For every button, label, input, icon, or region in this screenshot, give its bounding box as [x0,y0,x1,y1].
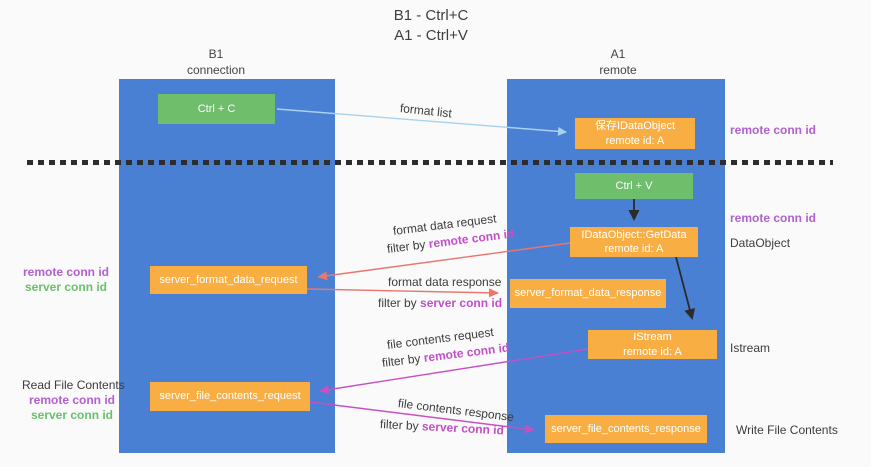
save-idataobject-node: 保存IDataObject remote id: A [575,118,695,149]
title-line-2: A1 - Ctrl+V [394,27,468,45]
left-remote-conn-id-1: remote conn id [22,265,109,279]
idataobject-getdata-line2: remote id: A [604,243,664,255]
column-header-a1: A1 remote [548,47,688,78]
server-file-contents-request-label: server_file_contents_request [159,390,301,403]
ctrl-v-node: Ctrl + V [575,173,693,199]
column-a1-name: A1 [610,47,626,61]
save-idataobject-line2: remote id: A [605,134,665,147]
filter-by-text-4: filter by [379,417,420,434]
ctrl-c-label: Ctrl + C [197,102,236,115]
server-format-data-request-label: server_format_data_request [159,273,298,286]
format-list-label: format list [399,101,453,121]
left-conn-id-group-2: Read File Contents remote conn id server… [22,378,125,423]
istream-line1: IStream [633,331,672,344]
write-file-contents-label: Write File Contents [736,423,838,437]
istream-line2: remote id: A [623,345,682,358]
title-line-1: B1 - Ctrl+C [393,7,469,24]
idataobject-getdata-line1: IDataObject::GetData [581,228,687,241]
left-conn-id-group-1: remote conn id server conn id [20,265,112,295]
filter-by-text-1: filter by [386,237,427,256]
filter-server-conn-id-1: server conn id [420,296,503,310]
format-data-response-arrow [306,288,499,298]
filter-by-server-1: filter by server conn id [378,296,502,310]
idataobject-getdata-node: IDataObject::GetData remote id: A [570,227,698,257]
diagram-title: B1 - Ctrl+C A1 - Ctrl+V [296,6,566,47]
column-b1-name: B1 [208,47,224,61]
read-file-contents-label: Read File Contents [22,378,125,392]
ctrl-v-label: Ctrl + V [615,179,653,192]
filter-by-text-3: filter by [381,351,422,370]
save-idataobject-line1: 保存IDataObject [594,120,676,133]
server-format-data-response-node: server_format_data_response [510,279,666,308]
format-data-response-label: format data response [388,275,502,289]
istream-node: IStream remote id: A [588,330,717,359]
server-file-contents-response-label: server_file_contents_response [551,422,701,435]
left-server-conn-id-2: server conn id [30,408,114,422]
ctrl-c-node: Ctrl + C [158,94,275,124]
remote-conn-id-mid-label: remote conn id [730,211,817,225]
dataobject-label: DataObject [730,236,791,250]
column-header-b1: B1 connection [146,47,286,78]
filter-by-text-2: filter by [378,296,417,310]
left-remote-conn-id-2: remote conn id [28,393,115,407]
left-server-conn-id-1: server conn id [24,280,108,294]
session-divider-dashed-line [27,160,833,165]
remote-conn-id-top-label: remote conn id [730,123,817,137]
server-file-contents-response-node: server_file_contents_response [545,415,707,443]
istream-side-label: Istream [730,341,771,355]
server-format-data-response-label: server_format_data_response [514,287,662,300]
filter-server-conn-id-2: server conn id [421,419,505,438]
server-format-data-request-node: server_format_data_request [150,266,307,294]
column-a1-role: remote [599,62,637,77]
server-file-contents-request-node: server_file_contents_request [150,382,310,411]
column-b1-role: connection [186,62,246,77]
